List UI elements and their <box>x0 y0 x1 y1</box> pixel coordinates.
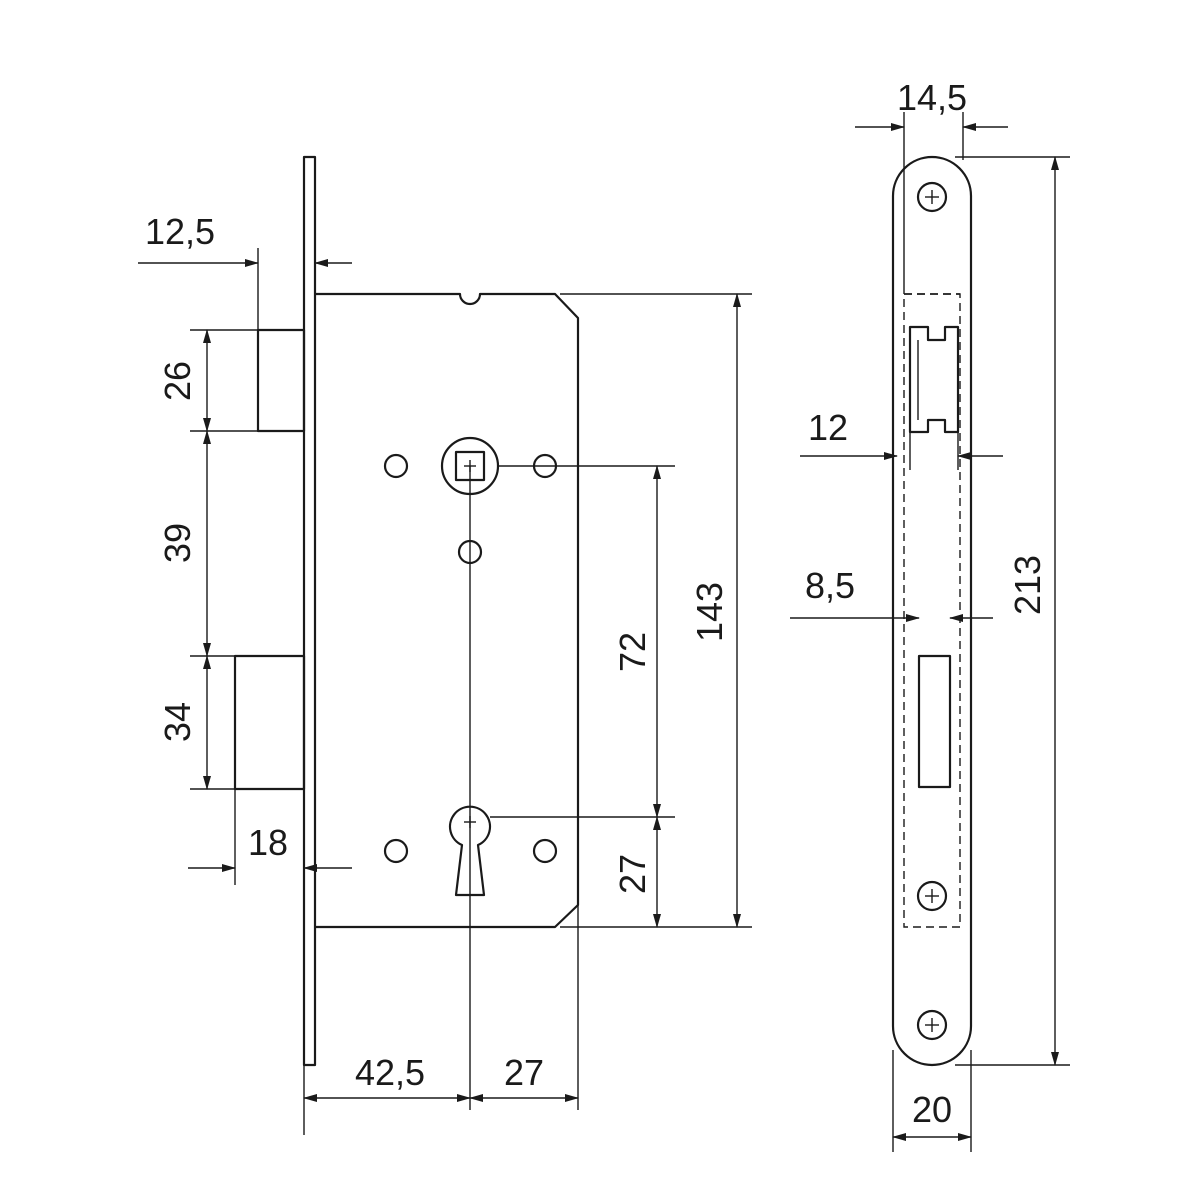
dim-case-height: 143 <box>689 582 730 642</box>
faceplate <box>891 155 973 1067</box>
dim-faceplate-width: 20 <box>912 1089 952 1130</box>
forend-plate <box>302 155 317 1067</box>
screw-hole <box>383 838 409 864</box>
dim-faceplate-height: 213 <box>1007 555 1048 615</box>
screw-hole <box>383 453 409 479</box>
screw-icon <box>916 181 948 213</box>
lock-case <box>315 292 580 929</box>
dim-latch-offset: 12,5 <box>145 211 215 252</box>
lock-side-view: 12,5 26 39 34 18 42,5 27 72 27 143 <box>138 155 752 1135</box>
keyhole <box>448 805 492 897</box>
dead-bolt <box>233 654 306 791</box>
dim-spindle-to-edge: 27 <box>504 1052 544 1093</box>
bolt-opening <box>917 654 952 789</box>
case-hidden-outline <box>903 293 961 928</box>
dim-backset: 42,5 <box>355 1052 425 1093</box>
dim-latch-to-bolt: 39 <box>157 523 198 563</box>
screw-hole <box>532 838 558 864</box>
screw-icon <box>916 880 948 912</box>
dim-spindle-to-keyhole: 72 <box>612 632 653 672</box>
latch-bolt <box>256 328 306 433</box>
dim-bolt-height: 34 <box>157 702 198 742</box>
faceplate-front-view: 14,5 12 8,5 213 20 <box>790 77 1070 1152</box>
screw-icon <box>916 1009 948 1041</box>
dim-spindle-hole-width: 12 <box>808 407 848 448</box>
dim-faceplate-thickness: 14,5 <box>897 77 967 118</box>
dim-latch-height: 26 <box>157 361 198 401</box>
dim-bolt-throw: 18 <box>248 822 288 863</box>
dim-bolt-slot-width: 8,5 <box>805 565 855 606</box>
latch-opening <box>908 325 960 434</box>
dim-keyhole-to-bottom: 27 <box>612 854 653 894</box>
